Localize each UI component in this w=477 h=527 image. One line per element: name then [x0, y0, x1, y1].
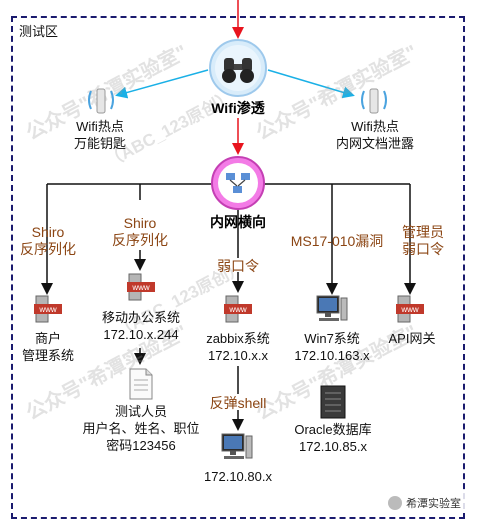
zone-label: 测试区 — [19, 24, 59, 39]
edge-label-reverse-shell: 反弹shell — [209, 395, 267, 411]
web-server-icon: www — [396, 295, 424, 323]
binoculars-icon — [209, 39, 267, 97]
web-server-icon: www — [34, 295, 62, 323]
wifi-hotspot-icon — [361, 88, 387, 114]
wifi-hotspot-icon — [88, 88, 114, 114]
hotspot-right-label: Wifi热点内网文档泄露 — [335, 119, 414, 151]
network-hub-icon — [211, 156, 265, 210]
merchant-label: 商户管理系统 — [21, 331, 74, 363]
edge-label-admin: 管理员弱口令 — [402, 224, 444, 257]
lateral-label: 内网横向 — [210, 214, 266, 230]
account-avatar-icon — [388, 496, 402, 510]
document-icon — [129, 368, 153, 400]
source-badge: 希潭实验室 — [384, 493, 465, 513]
edge-label-ms17: MS17-010漏洞 — [290, 233, 384, 249]
badge-text: 希潭实验室 — [406, 498, 461, 510]
hotspot-left-label: Wifi热点万能钥匙 — [73, 119, 126, 151]
workstation-icon — [221, 433, 253, 459]
svg-text:www: www — [131, 283, 150, 292]
shell-host-label: 172.10.80.x — [204, 469, 272, 484]
api-gateway-label: API网关 — [388, 331, 436, 346]
web-server-icon: www — [224, 295, 252, 323]
svg-text:www: www — [228, 305, 247, 314]
tester-doc-label: 测试人员用户名、姓名、职位密码123456 — [82, 404, 200, 453]
svg-text:www: www — [400, 305, 419, 314]
svg-text:www: www — [38, 305, 57, 314]
workstation-icon — [316, 295, 348, 321]
database-server-icon — [320, 385, 346, 419]
web-server-icon: www — [127, 273, 155, 301]
wifi-pen-label: Wifi渗透 — [211, 100, 265, 116]
edge-label-weak-password: 弱口令 — [217, 258, 259, 274]
